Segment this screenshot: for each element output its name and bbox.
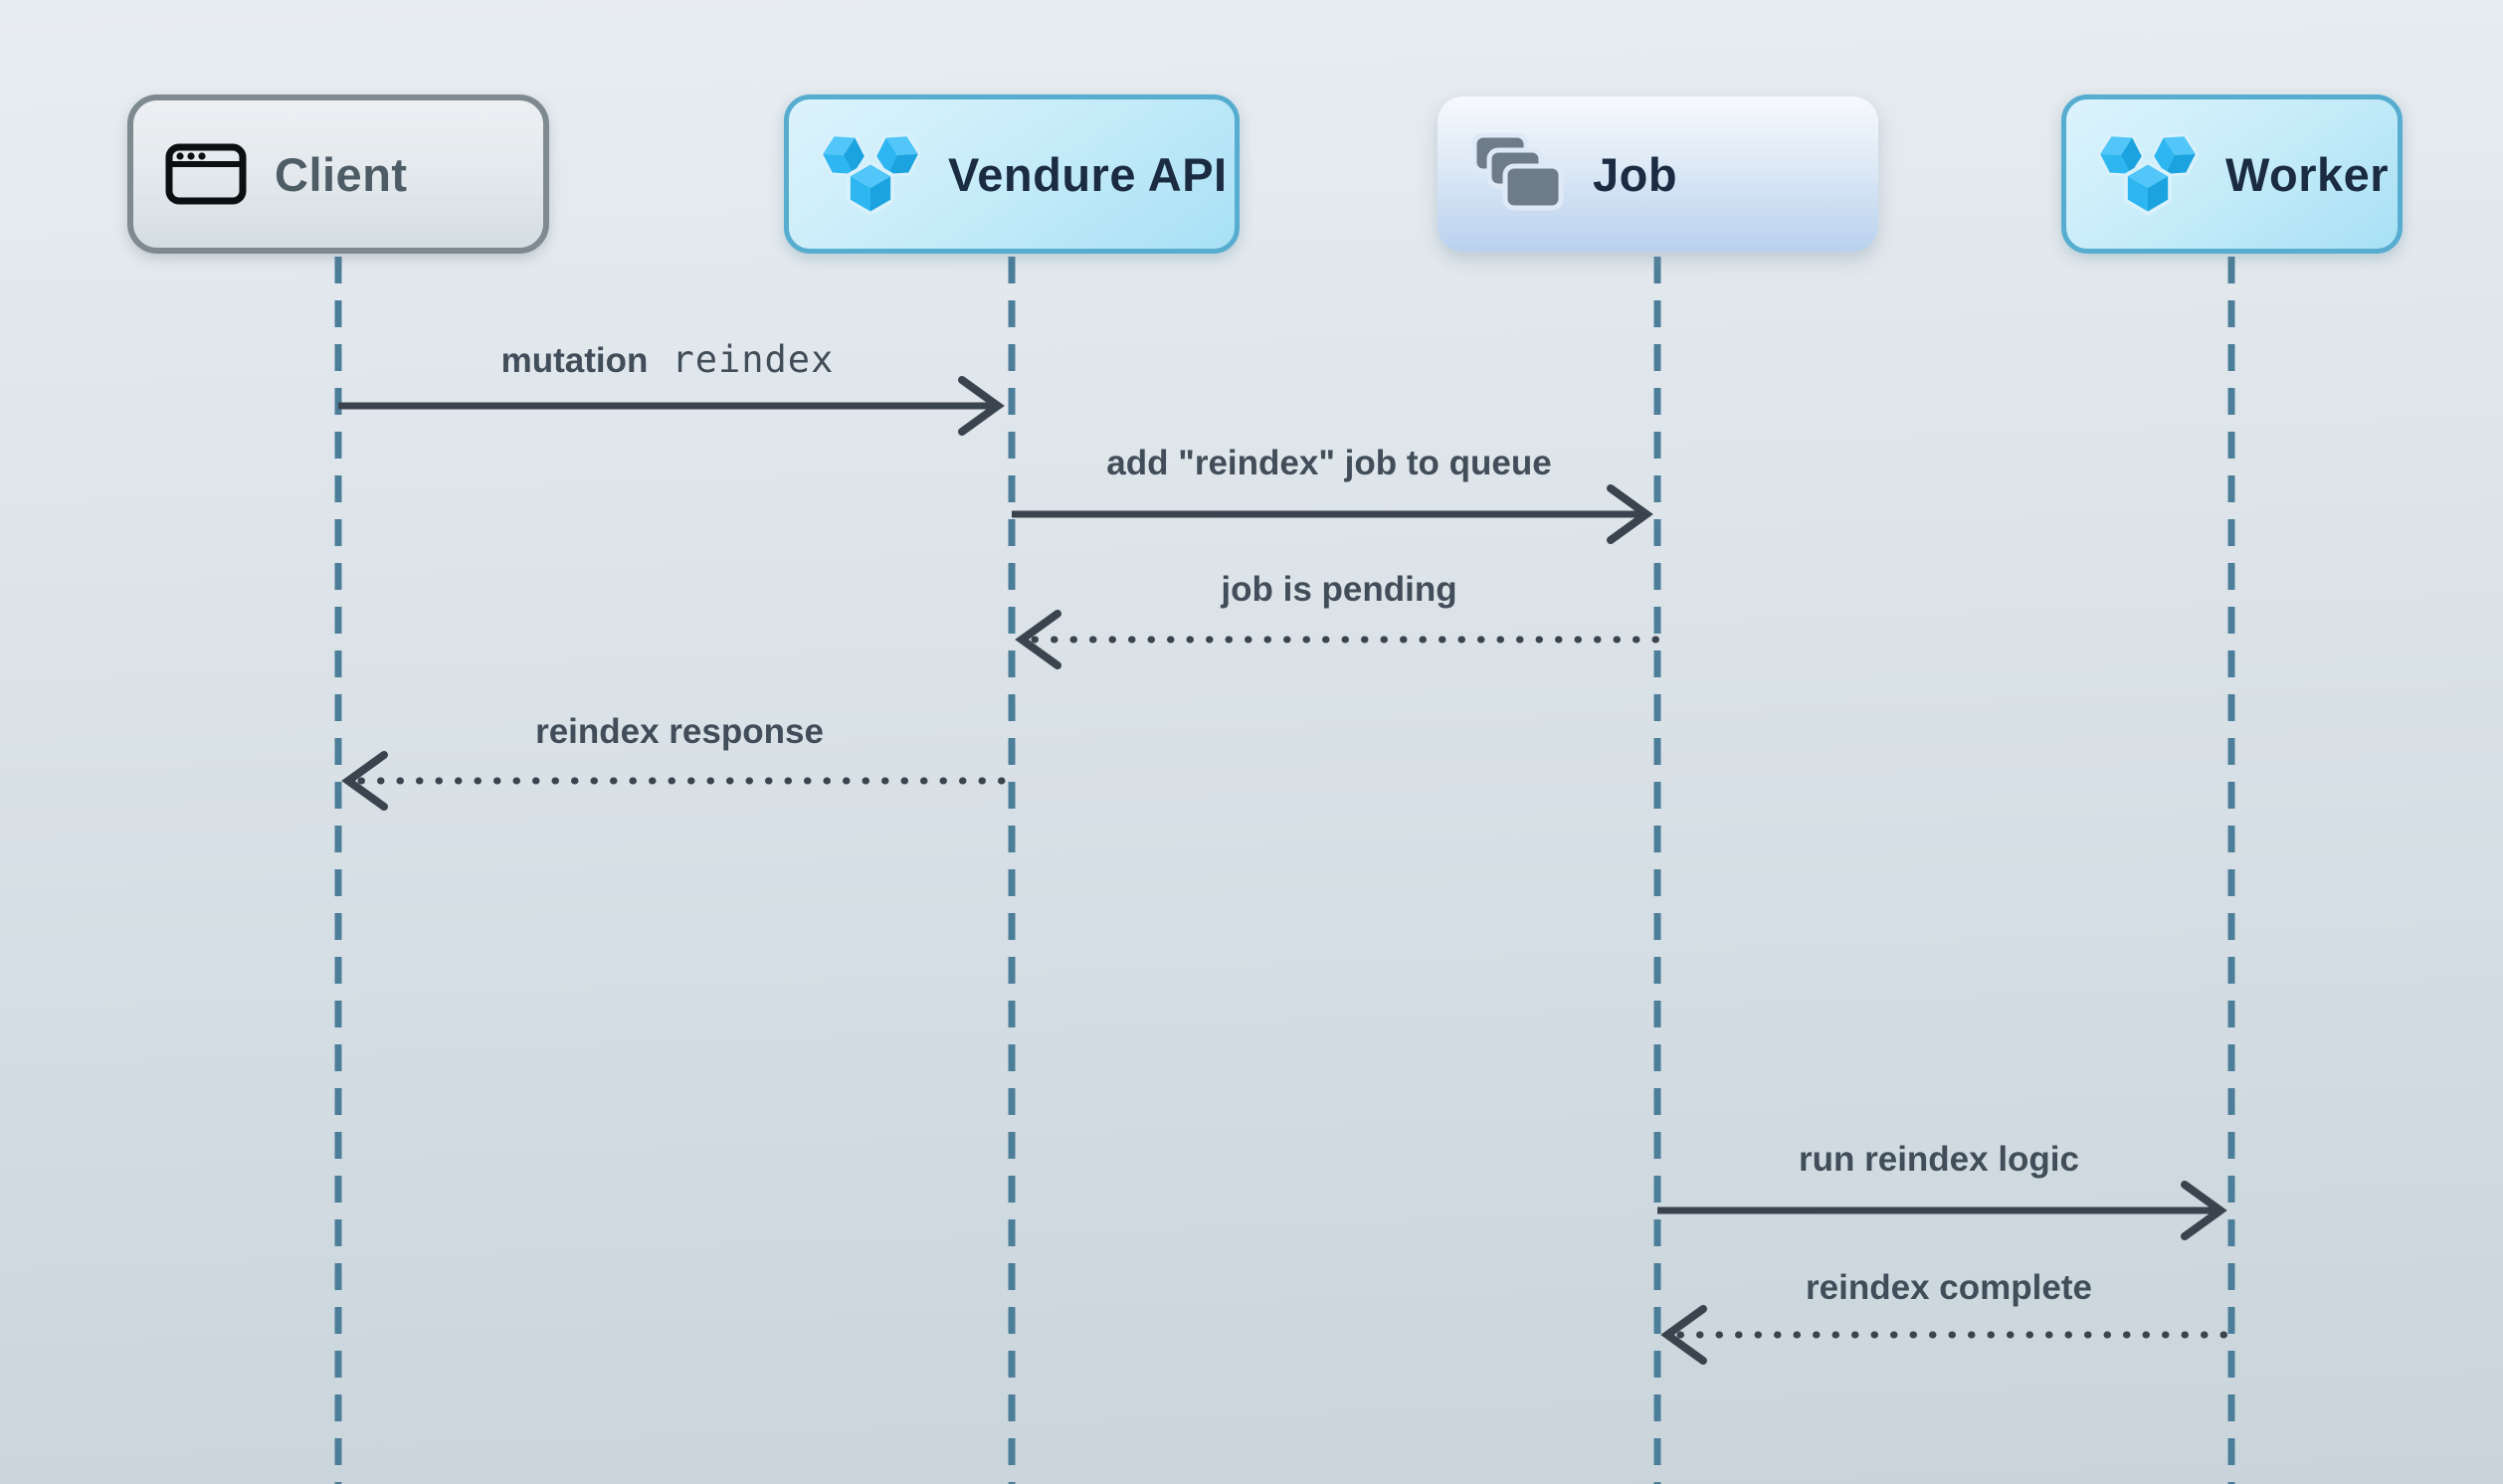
actor-job: Job <box>1438 96 1878 252</box>
actor-label: Vendure API <box>948 147 1228 201</box>
actor-client: Client <box>127 94 549 254</box>
message-arrow-run-reindex-logic <box>1657 1181 2227 1240</box>
actor-vendure-api: Vendure API <box>784 94 1240 254</box>
actor-label: Client <box>275 147 408 201</box>
message-text: reindex complete <box>1806 1268 2092 1307</box>
vendure-logo-icon <box>821 128 920 220</box>
message-label-reindex-complete: reindex complete <box>1806 1268 2092 1308</box>
message-label-job-is-pending: job is pending <box>1221 570 1456 610</box>
message-label-run-reindex-logic: run reindex logic <box>1799 1140 2079 1180</box>
message-text: mutation <box>500 341 649 380</box>
vendure-logo-icon <box>2098 128 2198 220</box>
actor-label: Worker <box>2225 147 2390 201</box>
message-label-add-job-to-queue: add "reindex" job to queue <box>1106 444 1551 483</box>
message-arrow-mutation-reindex <box>338 376 1005 436</box>
message-arrow-add-job-to-queue <box>1012 484 1653 544</box>
message-label-mutation-reindex: mutation reindex <box>501 338 835 381</box>
message-text: run reindex logic <box>1799 1140 2079 1179</box>
message-arrow-job-is-pending <box>1015 610 1661 669</box>
message-text: reindex response <box>535 712 824 751</box>
message-label-reindex-response: reindex response <box>535 712 824 752</box>
layers-icon <box>1469 132 1565 216</box>
message-arrow-reindex-response <box>341 751 1016 811</box>
message-arrow-reindex-complete <box>1660 1305 2235 1365</box>
message-text: add "reindex" job to queue <box>1106 444 1552 482</box>
actor-worker: Worker <box>2061 94 2403 254</box>
message-text: job is pending <box>1221 570 1457 609</box>
browser-window-icon <box>165 143 247 205</box>
actor-label: Job <box>1593 147 1678 201</box>
message-code-text: reindex <box>672 338 835 381</box>
